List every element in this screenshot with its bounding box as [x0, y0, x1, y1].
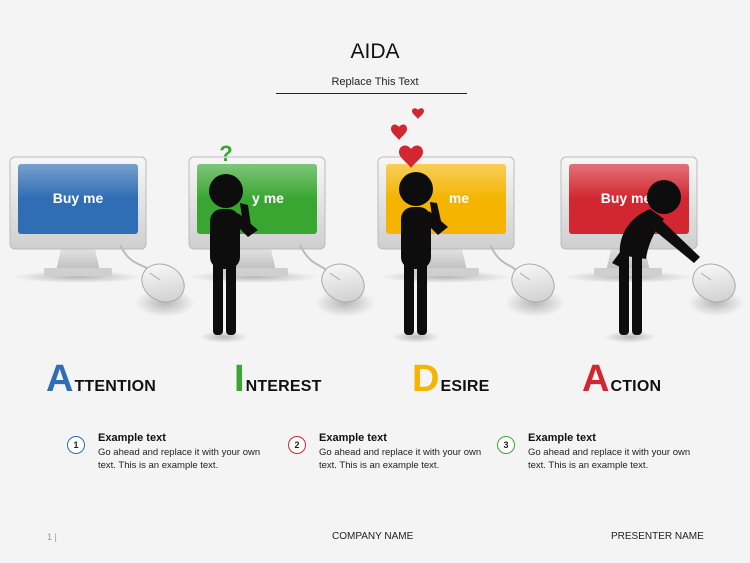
stick-figure-thinking: [200, 174, 258, 343]
monitor-1: Buy me: [9, 156, 147, 283]
stage-action-letter: A: [582, 358, 610, 400]
title-underline: [276, 93, 467, 94]
company-name: COMPANY NAME: [332, 531, 414, 542]
aida-illustration: Buy me y me me: [9, 108, 744, 343]
stick-figure-action: [604, 180, 700, 343]
step-1: 1 Example text Go ahead and replace it w…: [67, 432, 267, 472]
slide-title: AIDA: [350, 40, 400, 63]
screen-4-label: Buy me: [601, 190, 652, 206]
stage-desire-rest: ESIRE: [440, 378, 490, 395]
mouse-2: [299, 244, 375, 317]
stage-interest-rest: NTEREST: [245, 378, 322, 395]
stage-desire-letter: D: [412, 358, 440, 400]
mouse-3: [489, 244, 565, 317]
stage-desire: D ESIRE: [412, 360, 489, 398]
step-1-body: Go ahead and replace it with your own te…: [98, 447, 261, 471]
step-2-number: 2: [288, 436, 306, 454]
stage-attention: A TTENTION: [46, 360, 156, 398]
step-1-number: 1: [67, 436, 85, 454]
stage-attention-letter: A: [46, 358, 74, 400]
step-2-heading: Example text: [319, 432, 387, 444]
question-mark-icon: ?: [219, 141, 232, 166]
monitor-2: y me: [188, 156, 326, 283]
mouse-4: [688, 263, 744, 316]
stick-figure-desire: [392, 172, 448, 343]
step-3-number: 3: [497, 436, 515, 454]
step-2: 2 Example text Go ahead and replace it w…: [288, 432, 488, 472]
stage-interest: I NTEREST: [234, 360, 322, 398]
stage-interest-letter: I: [234, 358, 245, 400]
heart-icons: [391, 108, 424, 168]
stage-action-rest: CTION: [610, 378, 662, 395]
presenter-name: PRESENTER NAME: [611, 531, 704, 542]
slide-subtitle: Replace This Text: [331, 76, 419, 88]
monitor-3: me: [377, 156, 515, 283]
step-3: 3 Example text Go ahead and replace it w…: [497, 432, 697, 472]
slide-number: 1 |: [47, 532, 57, 542]
screen-3-label: me: [449, 190, 469, 206]
step-3-body: Go ahead and replace it with your own te…: [528, 447, 691, 471]
stage-attention-rest: TTENTION: [74, 378, 157, 395]
screen-1-label: Buy me: [53, 190, 104, 206]
screen-2-label: y me: [252, 190, 284, 206]
mouse-1: [119, 244, 195, 317]
step-3-heading: Example text: [528, 432, 596, 444]
stage-action: A CTION: [582, 360, 661, 398]
step-1-heading: Example text: [98, 432, 166, 444]
step-2-body: Go ahead and replace it with your own te…: [319, 447, 482, 471]
